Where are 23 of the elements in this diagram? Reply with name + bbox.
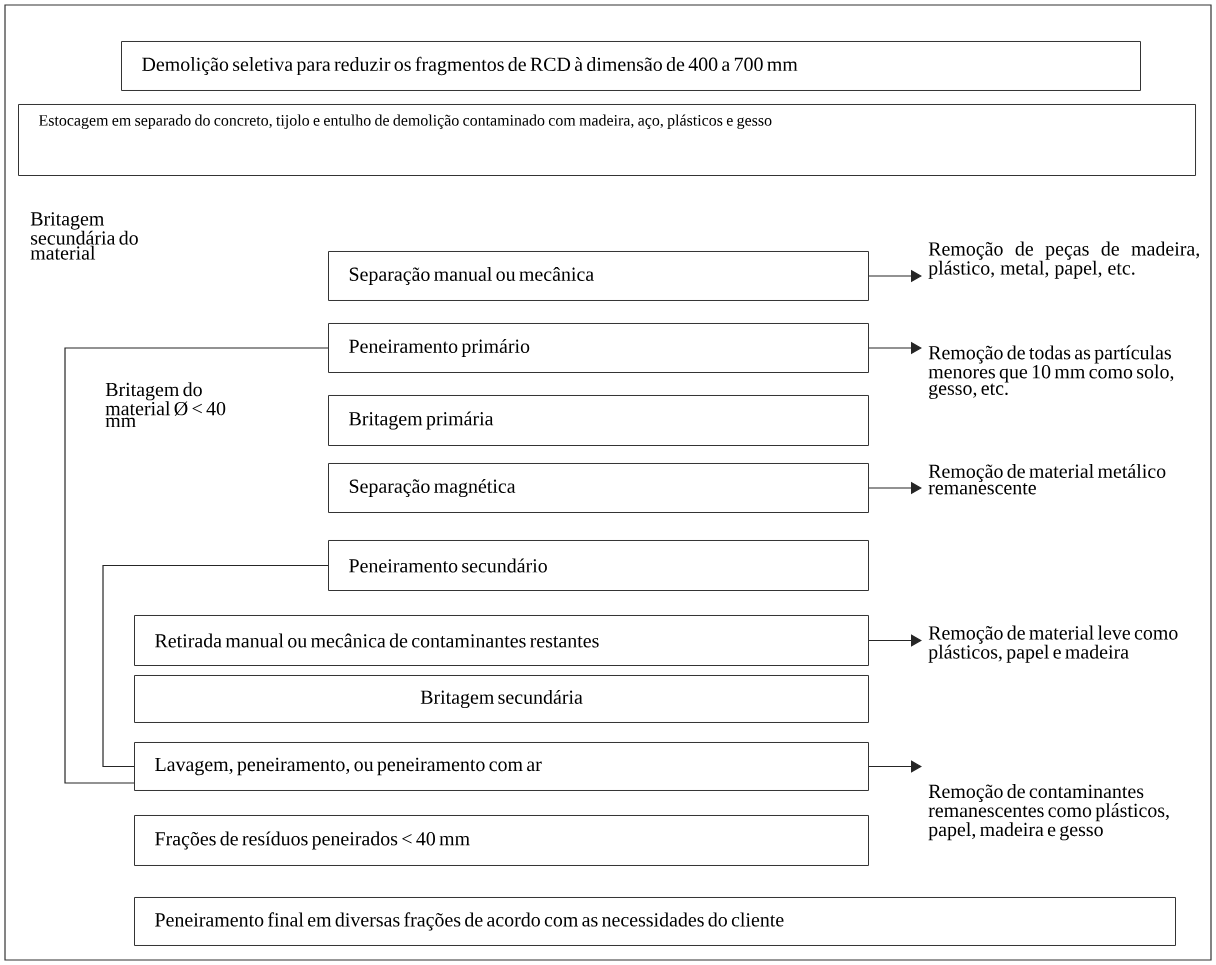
process-box: Estocagem em separado do concreto, tijolo e entulho de demolição contaminado com madeira, aço, plásticos e gesso [18, 104, 1196, 176]
process-box: Peneiramento final em diversas frações de acordo com as necessidades do cliente [134, 897, 1176, 946]
annotation-text: Remoção de material leve como plásticos, papel e madeira [928, 625, 1178, 663]
annotation-text: Remoção de material metálico remanescente [928, 463, 1166, 495]
side-label: Britagem secundária do material [30, 212, 138, 260]
side-label: Britagem do material Ø < 40 mm [105, 382, 226, 428]
annotation-text: Remoção de todas as partículas menores que 10 mm como solo, gesso, etc. [928, 345, 1174, 400]
process-box: Frações de resíduos peneirados < 40 mm [134, 815, 869, 866]
connector-line [64, 347, 329, 784]
arrow [868, 634, 922, 647]
process-box: Britagem secundária [134, 675, 869, 723]
process-box: Lavagem, peneiramento, ou peneiramento com ar [134, 742, 869, 791]
process-box: Demolição seletiva para reduzir os fragmentos de RCD à dimensão de 400 a 700 mm [121, 41, 1141, 91]
connector-line [102, 564, 329, 768]
process-box: Peneiramento primário [328, 323, 869, 373]
process-box: Britagem primária [328, 395, 869, 446]
annotation-text: Remoção de peças de madeira, plástico, metal, papel, etc. [928, 241, 1199, 279]
arrow [868, 760, 922, 773]
annotation-text: Remoção de contaminantes remanescentes como plásticos, papel, madeira e gesso [928, 784, 1169, 841]
process-box: Peneiramento secundário [328, 540, 869, 591]
process-box: Retirada manual ou mecânica de contaminantes restantes [134, 615, 869, 666]
process-box: Separação magnética [328, 463, 869, 513]
process-box: Separação manual ou mecânica [328, 251, 869, 301]
